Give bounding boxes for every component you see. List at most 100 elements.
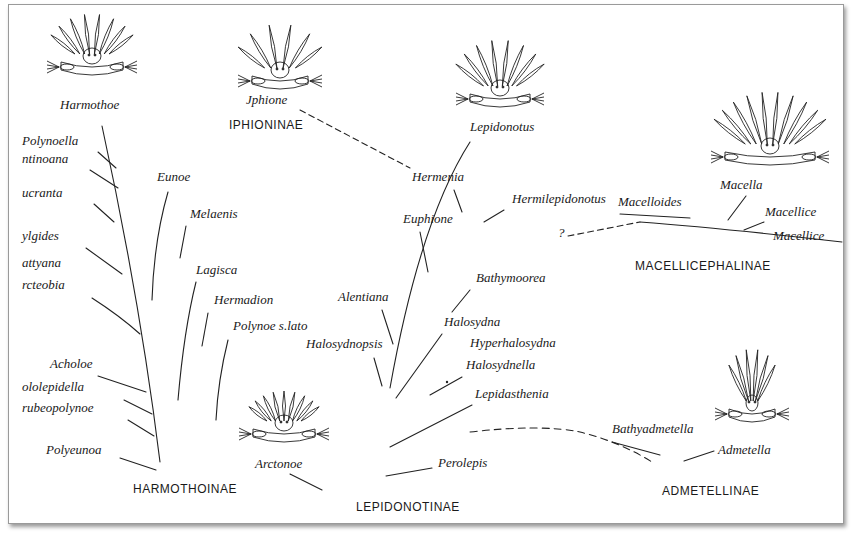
worm-sketch-stroke [125, 65, 137, 67]
worm-sketch-stroke [492, 41, 498, 86]
worm-sketch-stroke [310, 75, 322, 81]
worm-sketch-stroke [772, 144, 774, 146]
worm-sketch-stroke [70, 19, 84, 54]
genus-name: Lepidonotus [470, 120, 534, 134]
worm-sketch-stroke [317, 432, 329, 434]
worm-sketch-stroke [724, 154, 738, 160]
worm-sketch-stroke [238, 75, 250, 81]
worm-sketch-stroke [125, 61, 137, 67]
worm-sketch-stroke [456, 97, 468, 99]
worm-sketch-stroke [273, 392, 280, 421]
subfamily-name: IPHIONINAE [229, 118, 303, 132]
worm-sketch-stroke [239, 428, 251, 434]
genus-name: Melaenis [190, 207, 238, 221]
worm-sketch-stroke [125, 67, 137, 73]
genus-name: Halosydnopsis [306, 337, 383, 351]
worm-sketch-stroke [532, 97, 544, 99]
worm-sketch-stroke [469, 96, 483, 102]
worm-sketch-stroke [99, 19, 113, 54]
worm-sketch-stroke [302, 431, 316, 437]
genus-name: ? [558, 226, 565, 240]
worm-sketch-stroke [777, 412, 789, 414]
genus-name: Hyperhalosydna [470, 336, 556, 350]
genus-name: Arctonoe [255, 457, 302, 471]
genus-name: ololepidella [22, 380, 84, 394]
worm-sketch-stroke [283, 391, 286, 421]
genus-name: Eunoe [157, 170, 190, 184]
worm-sketch-stroke [84, 15, 89, 54]
worm-sketch-stroke [747, 96, 762, 144]
worm-sketch-stroke [310, 81, 322, 87]
worm-sketch-stroke [746, 350, 751, 401]
worm-sketch-stroke [239, 434, 251, 440]
worm-sketch-stroke [286, 421, 288, 423]
worm-sketch-stroke [714, 119, 745, 144]
worm-sketch-stroke [532, 99, 544, 105]
worm-sketch-stroke [250, 34, 270, 68]
genus-name: Bathymoorea [476, 271, 546, 285]
genus-name: Hermenia [412, 170, 464, 184]
subfamily-name: LEPIDONOTINAE [356, 500, 460, 514]
worm-sketch-stroke [777, 414, 789, 420]
worm-sketch-stroke [817, 157, 829, 163]
worm-sketch-stroke [271, 62, 289, 78]
genus-name: Hermilepidonotus [512, 192, 606, 206]
worm-sketch-stroke [476, 46, 492, 86]
subfamily-name: ADMETELLINAE [662, 484, 759, 498]
worm-sketch-stroke [289, 34, 309, 68]
genus-name: Jphione [246, 93, 287, 107]
worm-sketch-stroke [456, 93, 468, 99]
genus-name: Harmothoe [60, 98, 119, 112]
worm-sketch-stroke [795, 119, 826, 144]
worm-sketch-stroke [60, 64, 74, 70]
worm-sketch-stroke [762, 92, 767, 144]
worm-sketch-stroke [280, 421, 282, 423]
worm-sketch-stroke [104, 26, 125, 54]
worm-sketch-stroke [748, 401, 750, 403]
worm-sketch-stroke [729, 365, 746, 401]
worm-sketch-stroke [733, 102, 756, 144]
genus-name: Alentiana [338, 290, 389, 304]
worm-sketch-stroke [317, 428, 329, 434]
worm-sketch-stroke [761, 138, 779, 154]
worm-sketch-stroke [817, 151, 829, 157]
worm-sketch-stroke [94, 54, 96, 56]
genus-name: Macelloides [618, 195, 682, 209]
subfamily-name: MACELLICEPHALINAE [635, 259, 771, 273]
worm-sketch-stroke [94, 15, 99, 54]
genus-name: Macellice [765, 205, 816, 219]
worm-sketch-stroke [269, 25, 277, 68]
worm-sketch-stroke [517, 96, 531, 102]
genus-name: rcteobia [22, 278, 65, 292]
worm-sketch-stroke [317, 434, 329, 440]
worm-sketch-stroke [47, 61, 59, 67]
worm-sketch-stroke [238, 47, 264, 68]
genus-name: Halosydnella [466, 358, 535, 372]
subfamily-name: HARMOTHOINAE [133, 482, 237, 496]
genus-name: ylgides [22, 229, 59, 243]
genus-name: attyana [22, 256, 61, 270]
worm-sketch-stroke [239, 432, 251, 434]
worm-sketch-stroke [502, 41, 508, 86]
worm-sketch-stroke [249, 407, 267, 421]
worm-sketch-stroke [711, 155, 723, 157]
worm-sketch-stroke [83, 48, 101, 64]
worm-sketch-stroke [275, 415, 293, 431]
genus-name: Lepidasthenia [475, 387, 549, 401]
worm-sketch-stroke [276, 68, 278, 70]
worm-sketch-stroke [297, 401, 313, 421]
worm-sketch-stroke [251, 78, 265, 84]
worm-sketch-stroke [110, 64, 124, 70]
worm-sketch-stroke [295, 47, 321, 68]
genus-name: rubeopolynoe [22, 401, 93, 415]
worm-sketch-stroke [502, 86, 504, 88]
worm-sketch-stroke [711, 157, 723, 163]
genus-name: ntinoana [22, 152, 68, 166]
genus-name: Macellice [773, 229, 824, 243]
worm-sketch-stroke [88, 54, 90, 56]
worm-sketch-stroke [295, 78, 309, 84]
worm-sketch-stroke [238, 81, 250, 87]
worm-sketch-stroke [238, 79, 250, 81]
worm-sketch-stroke [773, 92, 778, 144]
